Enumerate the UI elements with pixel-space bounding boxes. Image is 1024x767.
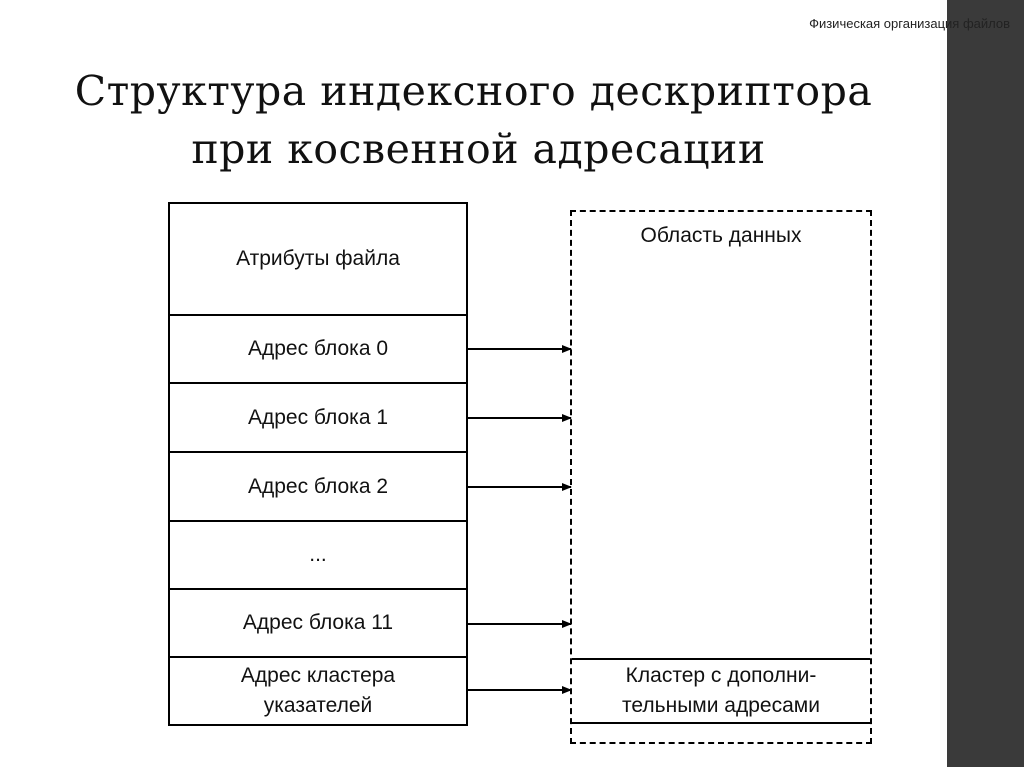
cell-block-address-1: Адрес блока 1 bbox=[170, 384, 466, 453]
pointer-cluster-line-2: указателей bbox=[263, 694, 373, 717]
cluster-line-1: Кластер с дополни- bbox=[625, 664, 817, 687]
data-area: Область данных Кластер с дополни- тельны… bbox=[570, 210, 872, 744]
cell-block-address-11: Адрес блока 11 bbox=[170, 590, 466, 658]
data-area-title: Область данных bbox=[640, 224, 802, 247]
additional-addresses-cluster: Кластер с дополни- тельными адресами bbox=[572, 658, 870, 724]
cell-ellipsis: ... bbox=[170, 522, 466, 590]
section-label: Физическая организация файлов bbox=[809, 16, 1010, 31]
cell-file-attributes: Атрибуты файла bbox=[170, 204, 466, 316]
cell-block-address-2: Адрес блока 2 bbox=[170, 453, 466, 522]
title-line-1: Структура индексного дескриптора bbox=[74, 67, 873, 115]
cell-pointer-cluster-address: Адрес кластера указателей bbox=[170, 658, 466, 724]
side-bar bbox=[947, 0, 1024, 767]
cluster-line-2: тельными адресами bbox=[622, 694, 820, 717]
title-line-2: при косвенной адресации bbox=[191, 125, 766, 173]
cell-block-address-0: Адрес блока 0 bbox=[170, 316, 466, 384]
pointer-cluster-line-1: Адрес кластера bbox=[240, 664, 396, 687]
slide-title: Структура индексного дескриптора при кос… bbox=[0, 62, 947, 178]
index-descriptor-table: Атрибуты файла Адрес блока 0 Адрес блока… bbox=[168, 202, 468, 726]
